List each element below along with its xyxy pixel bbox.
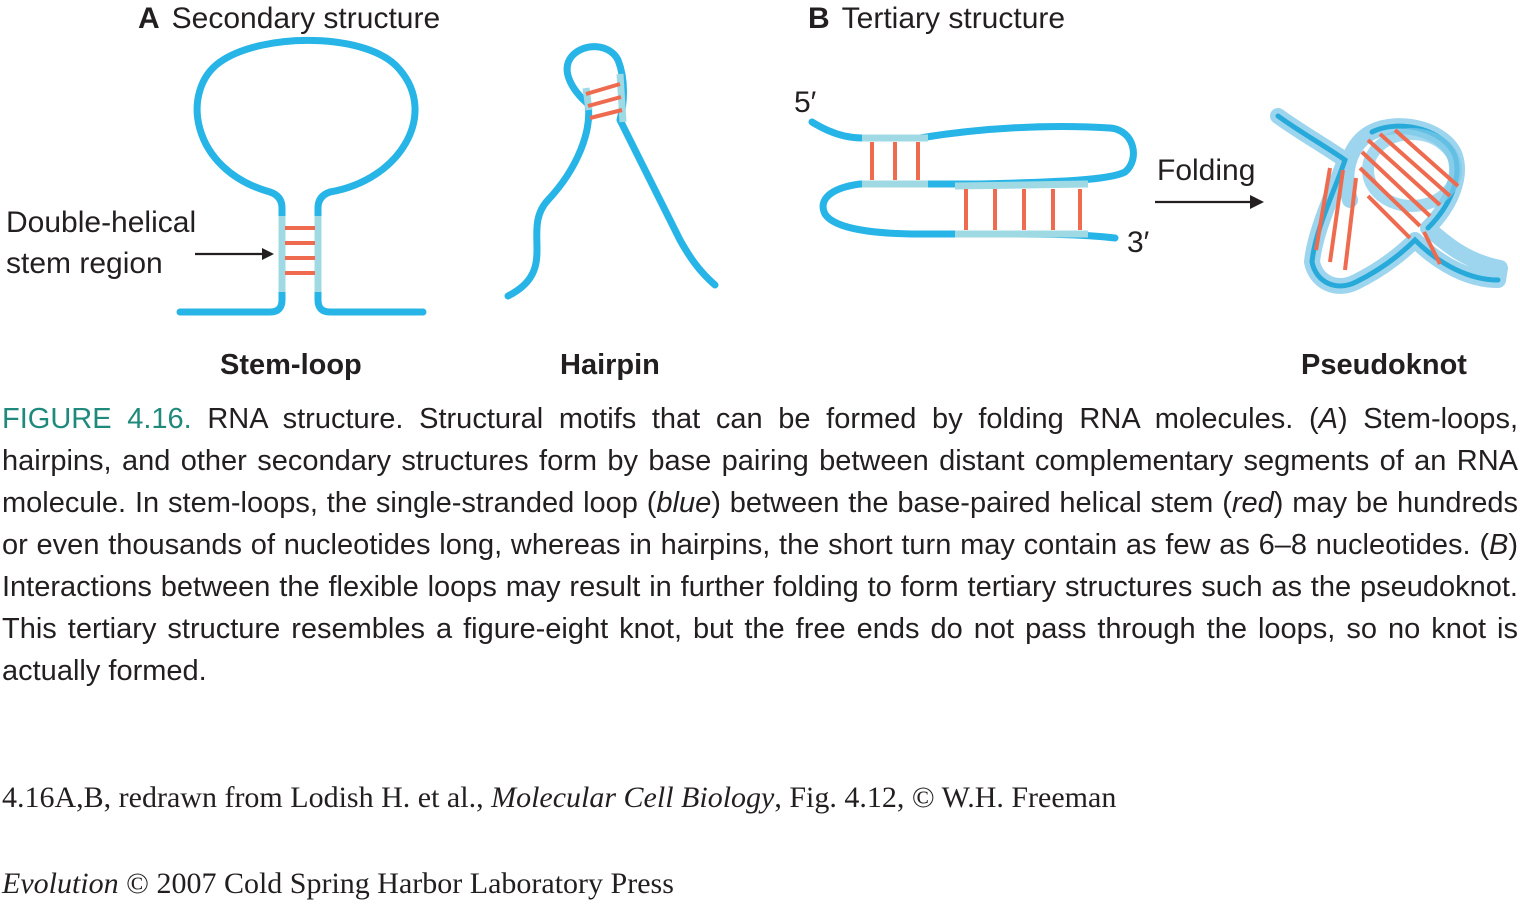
hairpin-label: Hairpin [560,349,660,381]
hairpin-diagram [504,43,719,300]
pseudoknot-base-pairs [1314,128,1460,271]
caption-text-1: RNA structure. Structural motifs that ca… [191,403,1319,435]
pseudoknot-label: Pseudoknot [1301,349,1467,381]
stem-annotation-line2: stem region [6,247,163,280]
caption-italic-a: A [1318,403,1338,435]
panel-b-letter: B [808,2,830,35]
figure-caption: FIGURE 4.16. RNA structure. Structural m… [2,398,1518,692]
rna-structure-figure: A Secondary structure B Tertiary structure… [6,2,1508,381]
five-prime-label: 5′ [794,86,817,119]
caption-italic-blue: blue [656,487,712,519]
tertiary-strand [808,118,1137,242]
figure-credit: 4.16A,B, redrawn from Lodish H. et al., … [2,778,1518,818]
hairpin-strand [504,43,719,300]
copyright-book-title: Evolution [2,867,119,900]
hairpin-base-pairs [585,82,623,120]
three-prime-label: 3′ [1127,226,1150,259]
caption-italic-red: red [1231,487,1274,519]
pseudoknot-diagram [1270,108,1508,294]
tertiary-lower-paired-top [954,180,1089,190]
figure-number: FIGURE 4.16. [2,403,192,435]
stem-annotation-line1: Double-helical [6,206,196,239]
caption-italic-b: B [1488,529,1509,561]
copyright-line: Evolution © 2007 Cold Spring Harbor Labo… [2,864,1518,904]
caption-text-5: ) Interactions between the flexible loop… [2,529,1518,687]
tertiary-strand-diagram [808,118,1137,242]
stem-loop-diagram [176,36,427,316]
folding-label: Folding [1157,154,1255,187]
stem-loop-base-pairs [285,226,315,275]
copyright-text: © 2007 Cold Spring Harbor Laboratory Pre… [118,867,674,900]
caption-text-4: ) may be hundreds or even thousands of n… [2,487,1518,561]
credit-book-title: Molecular Cell Biology [491,781,775,814]
panel-b-title: B Tertiary structure [808,2,1065,35]
stem-loop-strand [176,36,427,316]
credit-prefix: 4.16A,B, redrawn from Lodish H. et al., [2,781,492,814]
stem-loop-label: Stem-loop [220,349,362,381]
hairpin-right-paired [616,73,627,123]
panel-a-title-text: Secondary structure [172,2,440,35]
panel-a-letter: A [138,2,160,35]
panel-a-title: A Secondary structure [138,2,440,35]
caption-text-3: ) between the base-paired helical stem ( [711,487,1232,519]
folding-arrow [1155,195,1264,209]
panel-b-title-text: Tertiary structure [842,2,1065,35]
tertiary-lower-base-pairs [964,189,1082,230]
credit-suffix: , Fig. 4.12, © W.H. Freeman [774,781,1117,814]
stem-annotation-arrow [195,248,274,260]
tertiary-upper-base-pairs [870,142,920,180]
caption-text-2: ) Stem-loops, hairpins, and other second… [2,403,1518,519]
